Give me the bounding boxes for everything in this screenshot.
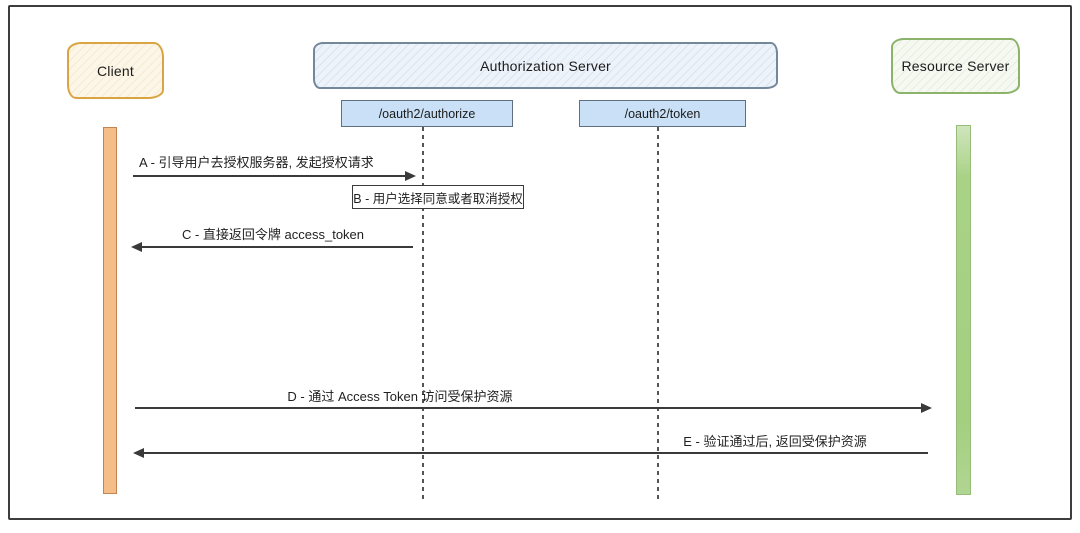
message-a-arrow	[133, 171, 416, 181]
endpoint-oauth2-token-label: /oauth2/token	[624, 106, 701, 121]
token-lifeline-dashed	[657, 127, 659, 503]
message-d-label: D - 通过 Access Token 访问受保护资源	[287, 389, 513, 404]
message-c-arrow	[131, 242, 413, 252]
actor-resource-server-box: Resource Server	[891, 38, 1020, 94]
endpoint-oauth2-authorize-box: /oauth2/authorize	[341, 100, 513, 127]
authorize-lifeline-dashed	[422, 127, 424, 503]
message-e-label: E - 验证通过后, 返回受保护资源	[683, 434, 867, 449]
endpoint-oauth2-token-box: /oauth2/token	[579, 100, 746, 127]
actor-authorization-server-box: Authorization Server	[313, 42, 778, 89]
actor-client-box: Client	[67, 42, 164, 99]
client-activation-bar	[103, 127, 117, 494]
endpoint-oauth2-authorize-label: /oauth2/authorize	[378, 106, 476, 121]
message-e-arrow	[133, 448, 928, 458]
actor-authorization-server-label: Authorization Server	[480, 57, 611, 74]
resource-server-activation-bar	[956, 125, 971, 495]
actor-resource-server-label: Resource Server	[901, 58, 1010, 74]
message-d-arrow	[135, 403, 932, 413]
actor-client-label: Client	[97, 62, 134, 79]
message-b-note-box: B - 用户选择同意或者取消授权	[352, 185, 524, 209]
message-a-label: A - 引导用户去授权服务器, 发起授权请求	[139, 155, 374, 170]
message-b-label: B - 用户选择同意或者取消授权	[353, 191, 523, 206]
message-c-label: C - 直接返回令牌 access_token	[181, 227, 365, 242]
